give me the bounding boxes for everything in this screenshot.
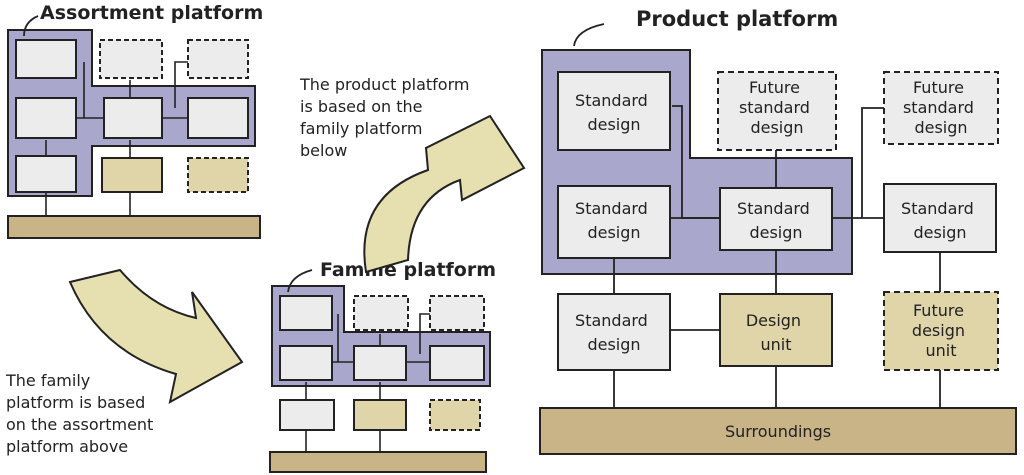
assortment-future-unit-box — [187, 157, 249, 193]
family-future-box-1 — [353, 295, 409, 331]
product-design-unit-box — [719, 293, 833, 367]
curved-arrow-up — [363, 114, 526, 274]
family-box-2 — [279, 345, 333, 381]
assortment-box-2 — [15, 97, 77, 139]
assortment-box-4 — [103, 97, 163, 139]
product-title-pointer — [573, 23, 605, 47]
product-standard-box-5-label: Standard design — [575, 311, 653, 354]
product-standard-box-2 — [557, 185, 671, 259]
product-note: The product platform is based on the fam… — [299, 75, 475, 160]
product-standard-box-1 — [557, 71, 671, 151]
assortment-future-box-2 — [187, 39, 249, 79]
family-note: The family platform is based on the asso… — [5, 371, 158, 456]
family-surroundings-bar — [269, 451, 487, 473]
family-title: Familie platform — [320, 259, 496, 281]
product-future-box-2-label: Future standard design — [903, 78, 979, 137]
product-standard-box-3 — [719, 187, 833, 251]
product-future-box-1 — [717, 71, 837, 151]
product-design-unit-label: Design unit — [746, 311, 806, 354]
assortment-title-pointer — [23, 15, 39, 37]
product-future-box-2 — [883, 71, 999, 145]
family-box-5 — [429, 345, 485, 381]
curved-arrow-down — [68, 268, 244, 404]
product-standard-box-5 — [557, 293, 671, 371]
assortment-unit-box — [101, 157, 163, 193]
product-standard-box-4-label: Standard design — [901, 199, 979, 242]
product-standard-box-2-label: Standard design — [575, 199, 653, 242]
family-box-1 — [279, 295, 333, 331]
assortment-platform-group: Assortment platform — [7, 2, 263, 239]
family-future-box-2 — [429, 295, 485, 331]
family-box-4 — [353, 345, 407, 381]
assortment-future-box-1 — [99, 39, 163, 79]
product-surroundings-bar — [539, 407, 1017, 455]
assortment-box-1 — [15, 39, 77, 79]
product-platform-group: Standard design Future standard design F… — [539, 7, 1017, 455]
product-future-unit-box — [883, 291, 999, 371]
product-standard-box-4 — [883, 183, 997, 253]
family-future-unit-box — [429, 399, 481, 431]
product-future-box-1-label: Future standard design — [739, 78, 815, 137]
product-connectors — [613, 105, 941, 408]
product-future-unit-label: Future design unit — [912, 301, 970, 360]
assortment-surroundings-bar — [7, 215, 261, 239]
family-title-pointer — [287, 269, 313, 293]
family-connectors — [305, 313, 430, 452]
product-surroundings-label: Surroundings — [725, 422, 831, 441]
family-unit-box — [353, 399, 407, 431]
product-title: Product platform — [636, 7, 838, 31]
family-box-3 — [279, 399, 335, 431]
family-platform-group: Familie platform — [269, 259, 496, 473]
assortment-title: Assortment platform — [40, 2, 263, 24]
assortment-box-5 — [187, 97, 249, 139]
product-standard-box-1-label: Standard design — [575, 91, 653, 134]
assortment-box-3 — [15, 155, 77, 193]
assortment-connectors — [45, 61, 188, 216]
product-standard-box-3-label: Standard design — [737, 199, 815, 242]
